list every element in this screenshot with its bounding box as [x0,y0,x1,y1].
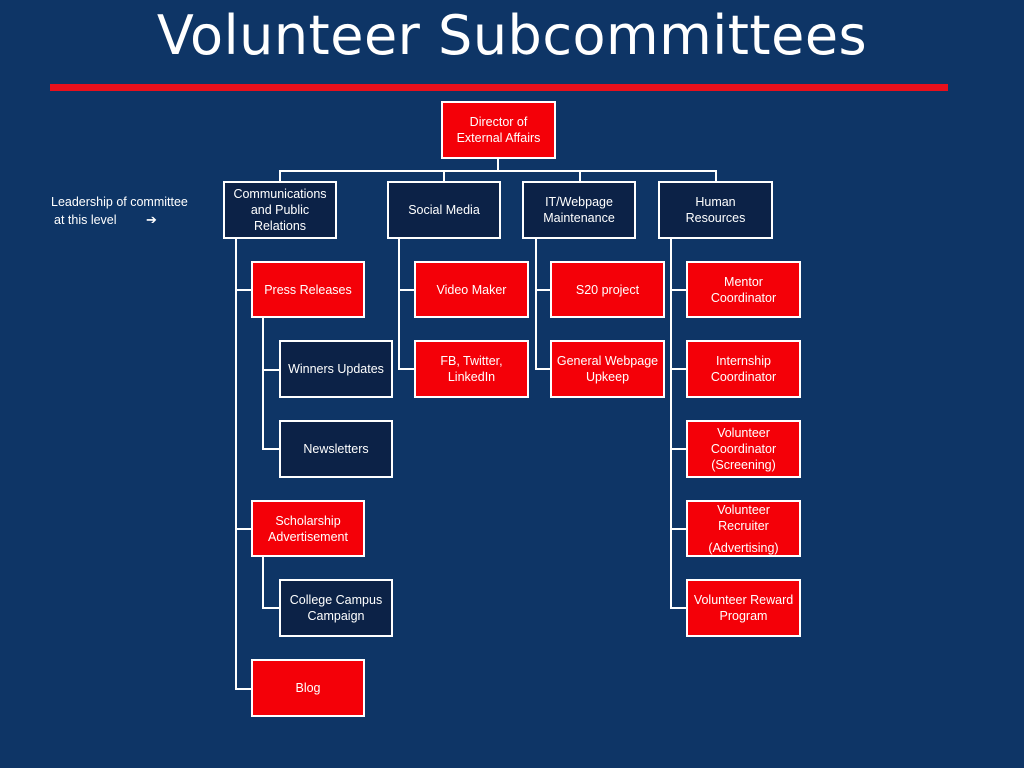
leadership-note: Leadership of committee at this level ➔ [51,194,188,229]
connector-line [670,289,687,291]
connector-line [398,368,415,370]
s20-project-box: S20 project [550,261,665,318]
title-underline [50,84,948,91]
connector-line [443,170,445,183]
newsletters-box: Newsletters [279,420,393,478]
connector-line [262,607,280,609]
leadership-note-line2: at this level [54,213,117,227]
connector-line [235,289,252,291]
connector-line [262,317,264,450]
right-arrow-icon: ➔ [146,212,157,227]
volunteer-recruiter-label: Volunteer Recruiter [717,502,770,533]
connector-line [262,369,280,371]
connector-line [497,157,499,171]
connector-line [715,170,717,183]
leader-box-social-media: Social Media [387,181,501,239]
connector-line [535,289,551,291]
connector-line [279,170,717,172]
leader-box-communications: Communications and Public Relations [223,181,337,239]
connector-line [398,238,400,370]
leader-box-it-webpage: IT/Webpage Maintenance [522,181,636,239]
internship-coordinator-box: Internship Coordinator [686,340,801,398]
volunteer-recruiter-box: Volunteer Recruiter (Advertising) [686,500,801,557]
college-campus-campaign-box: College Campus Campaign [279,579,393,637]
mentor-coordinator-box: Mentor Coordinator [686,261,801,318]
connector-line [235,238,237,690]
scholarship-advertisement-box: Scholarship Advertisement [251,500,365,557]
connector-line [398,289,415,291]
connector-line [670,607,687,609]
fb-twitter-linkedin-box: FB, Twitter, LinkedIn [414,340,529,398]
connector-line [235,688,252,690]
winners-updates-box: Winners Updates [279,340,393,398]
leader-box-human-resources: Human Resources [658,181,773,239]
press-releases-box: Press Releases [251,261,365,318]
connector-line [235,528,252,530]
volunteer-coordinator-box: Volunteer Coordinator (Screening) [686,420,801,478]
connector-line [579,170,581,183]
leadership-note-line1: Leadership of committee [51,195,188,209]
connector-line [279,170,281,183]
general-webpage-upkeep-box: General Webpage Upkeep [550,340,665,398]
connector-line [670,238,672,609]
director-box: Director of External Affairs [441,101,556,159]
slide-title: Volunteer Subcommittees [156,4,868,67]
connector-line [535,368,551,370]
connector-line [670,528,687,530]
connector-line [535,238,537,370]
connector-line [262,448,280,450]
volunteer-reward-program-box: Volunteer Reward Program [686,579,801,637]
connector-line [670,368,687,370]
connector-line [670,448,687,450]
blog-box: Blog [251,659,365,717]
volunteer-recruiter-sublabel: (Advertising) [708,540,779,555]
connector-line [262,556,264,609]
video-maker-box: Video Maker [414,261,529,318]
